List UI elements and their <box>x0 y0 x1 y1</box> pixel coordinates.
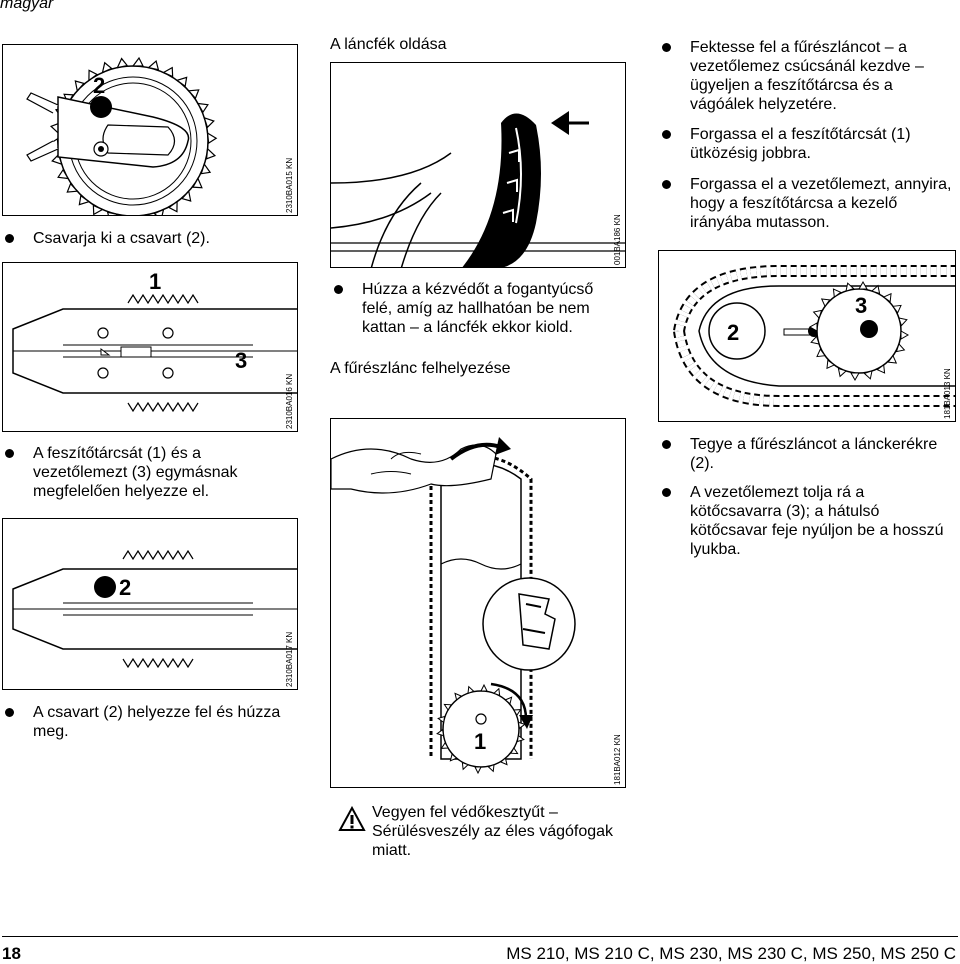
language-label: magyar <box>0 0 54 12</box>
warning-icon <box>338 806 366 831</box>
arrow-rotate-icon <box>519 715 533 729</box>
callout-2: 2 <box>93 73 105 98</box>
figure-place-chain: 2 3 181BA013 KN <box>658 250 956 422</box>
callout-3: 3 <box>855 293 867 318</box>
arrow-left-icon <box>551 111 569 135</box>
heading-chain-brake: A láncfék oldása <box>330 36 447 53</box>
guide-bar-illustration: 1 3 <box>12 269 297 413</box>
figure-chain-brake: 001BA186 KN <box>330 62 626 268</box>
stud-marker-dot <box>860 320 878 338</box>
step-rotate-bar: Forgassa el a vezetőlemezt, annyira, hog… <box>662 176 952 231</box>
step-rotate-tensioner: Forgassa el a feszítőtárcsát (1) ütközés… <box>662 125 952 163</box>
figure-code: 2310BA015 KN <box>285 157 294 213</box>
step-unscrew: Csavarja ki a csavart (2). <box>5 229 293 248</box>
model-list: MS 210, MS 210 C, MS 230, MS 230 C, MS 2… <box>506 944 956 963</box>
tensioner-disc-illustration: 2 <box>26 56 218 215</box>
step-slide-bar: A vezetőlemezt tolja rá a kötőcsavarra (… <box>662 483 952 559</box>
sprocket-chain-illustration: 2 3 <box>673 265 955 407</box>
callout-3: 3 <box>235 348 247 373</box>
figure-code: 2310BA017 KN <box>285 631 294 687</box>
figure-unscrew-screw: 2 2310BA015 KN <box>2 44 298 216</box>
figure-code: 001BA186 KN <box>613 214 622 265</box>
chain-on-bar-illustration: 1 <box>331 437 576 775</box>
figure-code: 2310BA016 KN <box>285 373 294 429</box>
figure-code: 181BA012 KN <box>613 734 622 785</box>
footer-rule <box>2 936 958 937</box>
page-number: 18 <box>2 944 21 963</box>
step-install: A csavart (2) helyezze fel és húzza meg. <box>5 703 293 741</box>
warning-text: Vegyen fel védőkesztyűt – Sérülésveszély… <box>372 804 614 859</box>
arrow-curved-icon <box>495 437 511 455</box>
guide-bar-illustration: 2 <box>12 549 297 669</box>
heading-install-chain: A fűrészlánc felhelyezése <box>330 360 511 377</box>
step-release-brake: Húzza a kézvédőt a fogantyúcső felé, amí… <box>334 280 626 337</box>
hand-guard-illustration <box>331 111 625 267</box>
figure-install-screw: 2 2310BA017 KN <box>2 518 298 690</box>
callout-1: 1 <box>474 729 486 754</box>
screw-marker-dot <box>90 96 112 118</box>
figure-install-chain: 1 181BA012 KN <box>330 418 626 788</box>
callout-1: 1 <box>149 269 161 294</box>
callout-2: 2 <box>119 575 131 600</box>
step-align: A feszítőtárcsát (1) és a vezetőlemezt (… <box>5 444 293 501</box>
callout-2: 2 <box>727 320 739 345</box>
screw-marker-dot <box>94 576 116 598</box>
figure-code: 181BA013 KN <box>943 368 952 419</box>
step-chain-on-sprocket: Tegye a fűrészláncot a lánckerékre (2). <box>662 435 952 473</box>
figure-align-tensioner: 1 3 2310BA016 KN <box>2 262 298 432</box>
step-lay-chain: Fektesse fel a fűrészláncot – a vezetőle… <box>662 38 952 114</box>
